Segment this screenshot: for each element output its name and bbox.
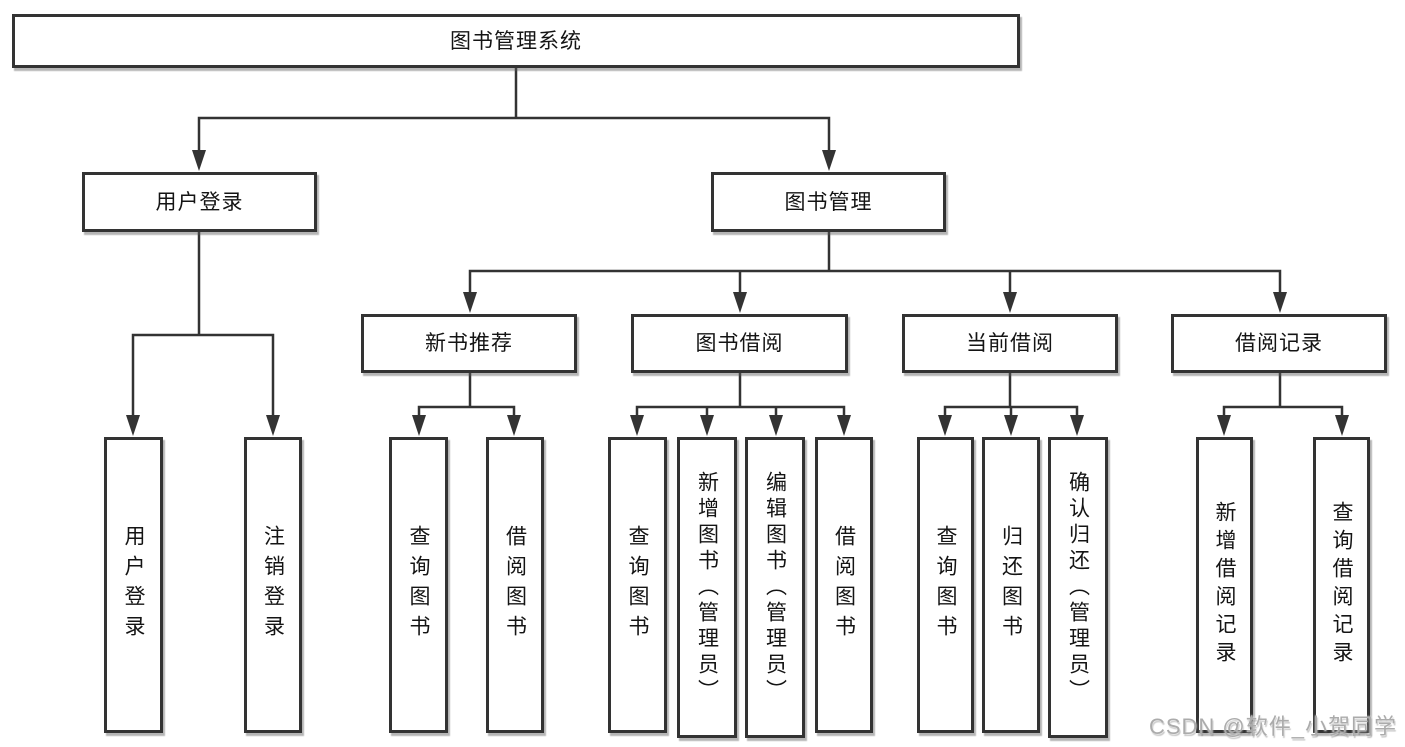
csdn-watermark: CSDN @软件_小贺同学	[1148, 714, 1397, 739]
arrowheads	[126, 150, 1349, 436]
node-library-management-system: 图书管理系统	[12, 14, 1020, 68]
leaf-newbook-borrow-books: 借阅图书	[486, 437, 544, 733]
leaf-borrow-borrow-books: 借阅图书	[815, 437, 873, 733]
leaf-borrow-add-books-admin: 新增图书（管理员）	[677, 437, 737, 738]
node-borrow-records: 借阅记录	[1171, 314, 1387, 373]
leaf-current-return-books: 归还图书	[982, 437, 1040, 733]
leaf-current-confirm-return-admin: 确认归还（管理员）	[1048, 437, 1108, 738]
node-book-borrow: 图书借阅	[631, 314, 848, 373]
leaf-records-add-borrow-record: 新增借阅记录	[1196, 437, 1253, 733]
leaf-borrow-query-books: 查询图书	[608, 437, 667, 733]
node-current-borrow: 当前借阅	[902, 314, 1118, 373]
node-book-management: 图书管理	[711, 172, 946, 232]
leaf-newbook-query-books: 查询图书	[389, 437, 448, 733]
leaf-logout-login: 注销登录	[244, 437, 302, 733]
leaf-user-login: 用户登录	[104, 437, 163, 733]
leaf-current-query-books: 查询图书	[917, 437, 974, 733]
leaf-records-query-borrow-record: 查询借阅记录	[1313, 437, 1370, 733]
leaf-borrow-edit-books-admin: 编辑图书（管理员）	[745, 437, 805, 738]
node-new-book-recommend: 新书推荐	[361, 314, 577, 373]
node-user-login: 用户登录	[82, 172, 317, 232]
